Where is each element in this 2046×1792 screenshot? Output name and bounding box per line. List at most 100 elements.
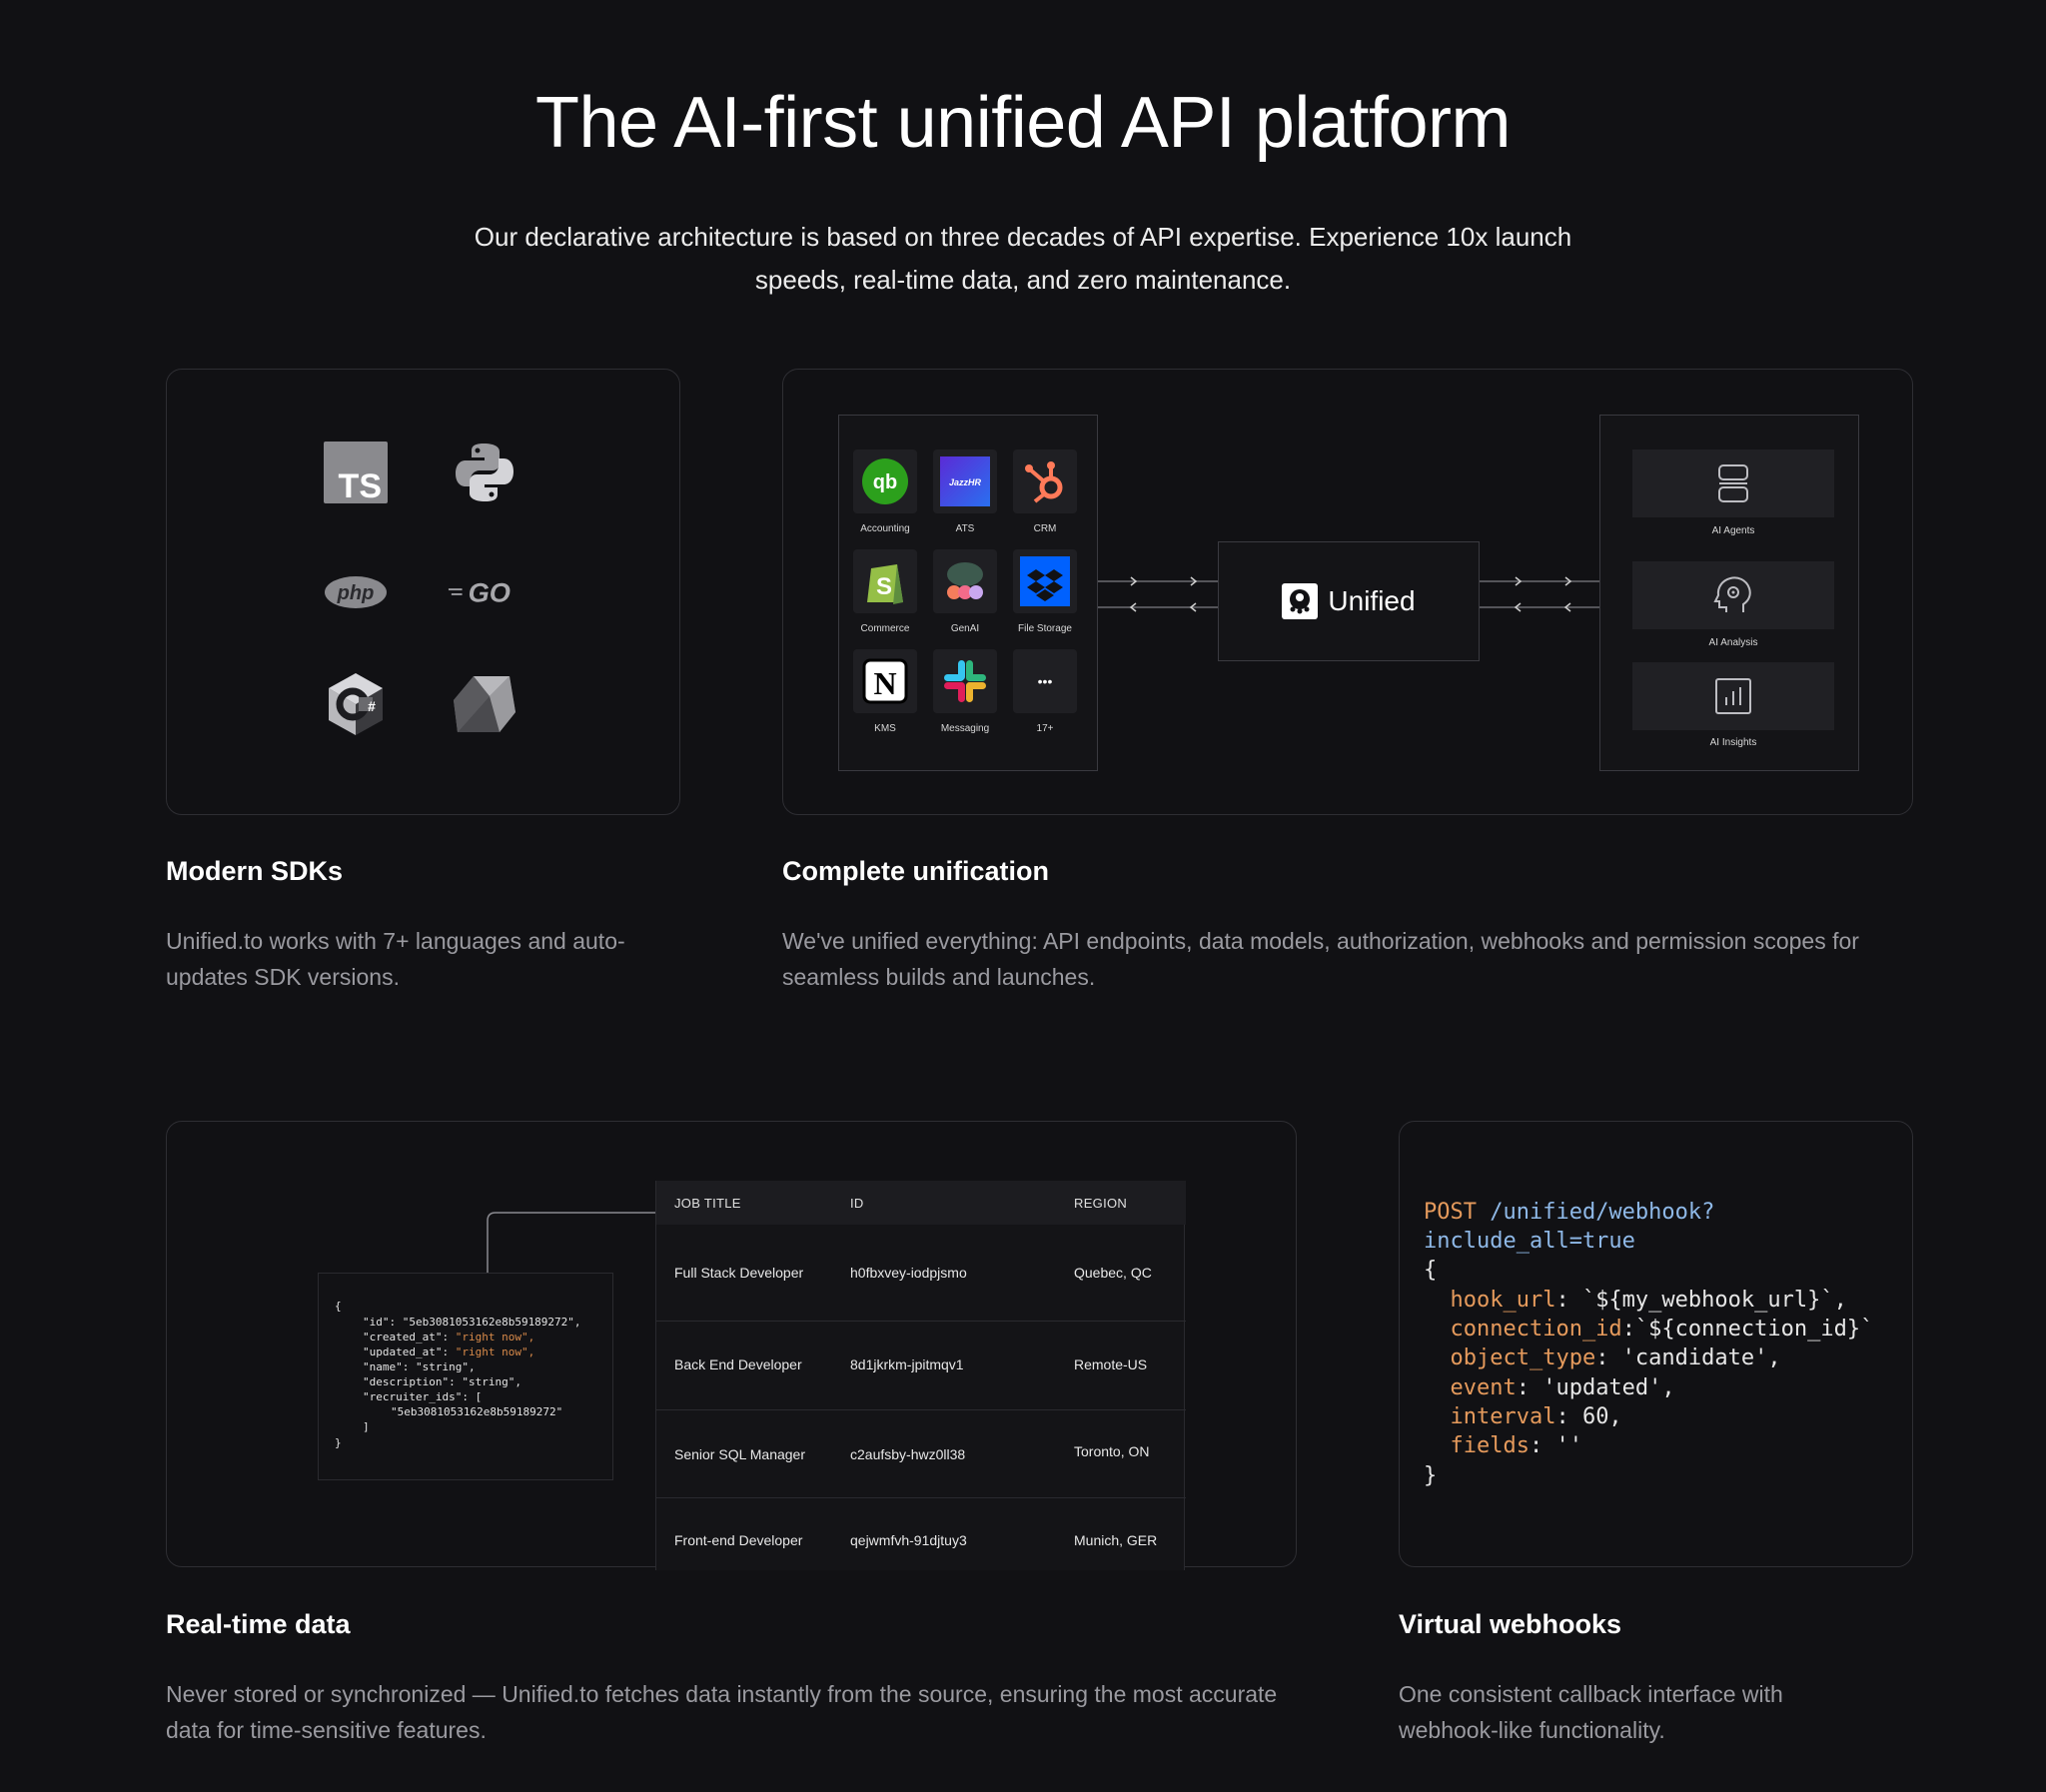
go-icon: GO	[447, 557, 516, 627]
json-table-connector	[487, 1212, 657, 1275]
code-line-query: include_all=true	[1424, 1229, 1635, 1254]
ai-label-agents: AI Agents	[1711, 525, 1755, 536]
table-header: JOB TITLE ID REGION	[656, 1181, 1186, 1225]
unified-label: Unified	[1328, 585, 1416, 616]
json-close: }	[335, 1436, 342, 1449]
svg-text:TS: TS	[339, 467, 382, 503]
app-label-ats: ATS	[955, 523, 975, 534]
code-line-open: {	[1424, 1258, 1438, 1283]
table-cell: Munich, GER	[1074, 1532, 1158, 1548]
app-label-messaging: Messaging	[940, 723, 990, 734]
code-line-connection-id: connection_id:`${connection_id}`	[1424, 1317, 1874, 1342]
ai-label-insights: AI Insights	[1709, 737, 1757, 748]
row-divider	[656, 1321, 1186, 1322]
php-icon: php	[321, 557, 391, 627]
app-label-file-storage: File Storage	[1018, 623, 1072, 634]
table-cell: Back End Developer	[674, 1356, 802, 1372]
row-divider	[656, 1497, 1186, 1498]
json-id: "id": "5eb3081053162e8b59189272",	[363, 1316, 581, 1329]
realtime-heading: Real-time data	[166, 1609, 351, 1639]
json-open: {	[335, 1300, 342, 1313]
right-connector-arrows	[1480, 576, 1599, 612]
webhook-card: POST /unified/webhook? include_all=true …	[1399, 1121, 1913, 1567]
table-cell: qejwmfvh-91djtuy3	[850, 1532, 967, 1548]
python-icon	[450, 438, 519, 507]
svg-text:JazzHR: JazzHR	[949, 477, 982, 487]
svg-text:php: php	[337, 582, 375, 604]
unified-box: Unified	[1218, 541, 1480, 661]
ai-panel: AI Agents AI Analysis AI Insights	[1599, 415, 1859, 771]
app-label-crm: CRM	[1033, 523, 1057, 534]
sdk-card: TS php GO #	[166, 369, 680, 815]
table-cell: Remote-US	[1074, 1356, 1148, 1372]
left-connector-arrows	[1098, 576, 1218, 612]
bar-chart-icon	[1632, 662, 1834, 730]
notion-icon: N	[853, 649, 917, 713]
sdk-heading: Modern SDKs	[166, 856, 344, 886]
shopify-icon: S	[853, 549, 917, 613]
svg-text:N: N	[873, 665, 896, 701]
hubspot-icon	[1013, 449, 1077, 513]
csharp-icon: #	[321, 669, 391, 739]
table-cell: Toronto, ON	[1074, 1443, 1150, 1459]
unification-description: We've unified everything: API endpoints,…	[782, 928, 1859, 990]
json-created: "created_at": "right now",	[363, 1331, 535, 1344]
unification-card: qb Accounting JazzHR ATS CRM S Commerce …	[782, 369, 1913, 815]
webhook-heading: Virtual webhooks	[1399, 1609, 1622, 1639]
table-cell: h0fbxvey-iodpjsmo	[850, 1265, 967, 1281]
code-line-fields: fields: ''	[1424, 1433, 1582, 1458]
typescript-icon: TS	[321, 438, 391, 507]
json-preview: { "id": "5eb3081053162e8b59189272", "cre…	[318, 1273, 613, 1480]
table-cell: Quebec, QC	[1074, 1265, 1152, 1281]
webhook-description: One consistent callback interface with w…	[1399, 1681, 1783, 1743]
json-recruiter: "recruiter_ids": [	[363, 1390, 483, 1403]
json-array-close: ]	[363, 1420, 370, 1433]
jobs-table: JOB TITLE ID REGION Full Stack Developer…	[655, 1181, 1186, 1570]
app-label-more: 17+	[1036, 723, 1054, 734]
apps-panel: qb Accounting JazzHR ATS CRM S Commerce …	[838, 415, 1098, 771]
genai-icon	[933, 549, 997, 613]
column-header-region: REGION	[1074, 1196, 1128, 1211]
head-gear-icon	[1632, 561, 1834, 629]
column-header-id: ID	[850, 1196, 864, 1211]
json-description: "description": "string",	[363, 1375, 521, 1388]
jazzhr-icon: JazzHR	[933, 449, 997, 513]
code-line-interval: interval: 60,	[1424, 1404, 1622, 1429]
code-line-event: event: 'updated',	[1424, 1375, 1675, 1400]
realtime-description: Never stored or synchronized — Unified.t…	[166, 1681, 1278, 1743]
unification-heading: Complete unification	[782, 856, 1050, 886]
row-divider	[656, 1409, 1186, 1410]
code-line-close: }	[1424, 1463, 1438, 1488]
robot-icon	[1632, 449, 1834, 517]
svg-text:qb: qb	[873, 471, 897, 493]
svg-text:S: S	[876, 573, 892, 600]
sdk-description: Unified.to works with 7+ languages and a…	[166, 928, 625, 990]
code-line-object-type: object_type: 'candidate',	[1424, 1345, 1781, 1370]
table-cell: Senior SQL Manager	[674, 1446, 805, 1462]
svg-text:#: #	[368, 698, 376, 714]
page-title: The AI-first unified API platform	[535, 83, 1511, 163]
table-cell: 8d1jkrkm-jpitmqv1	[850, 1356, 964, 1372]
slack-icon	[933, 649, 997, 713]
json-recruiter-id: "5eb3081053162e8b59189272"	[391, 1405, 563, 1418]
svg-text:GO: GO	[469, 577, 511, 608]
ai-label-analysis: AI Analysis	[1708, 637, 1758, 648]
json-name: "name": "string",	[363, 1360, 476, 1373]
ruby-icon	[450, 669, 519, 739]
column-header-job-title: JOB TITLE	[674, 1196, 741, 1211]
code-line-request: POST /unified/webhook?	[1424, 1200, 1715, 1225]
dropbox-icon	[1013, 549, 1077, 613]
table-cell: Front-end Developer	[674, 1532, 803, 1548]
app-label-genai: GenAI	[950, 623, 980, 634]
unified-logo-icon	[1282, 583, 1319, 619]
app-label-commerce: Commerce	[860, 623, 910, 634]
app-label-accounting: Accounting	[860, 523, 910, 534]
code-line-hook-url: hook_url: `${my_webhook_url}`,	[1424, 1288, 1847, 1313]
quickbooks-icon: qb	[853, 449, 917, 513]
table-cell: Full Stack Developer	[674, 1265, 804, 1281]
json-updated: "updated_at": "right now",	[363, 1345, 535, 1358]
table-cell: c2aufsby-hwz0ll38	[850, 1446, 966, 1462]
more-icon: •••	[1013, 649, 1077, 713]
page-subtitle: Our declarative architecture is based on…	[474, 222, 1572, 295]
app-label-kms: KMS	[874, 723, 896, 734]
